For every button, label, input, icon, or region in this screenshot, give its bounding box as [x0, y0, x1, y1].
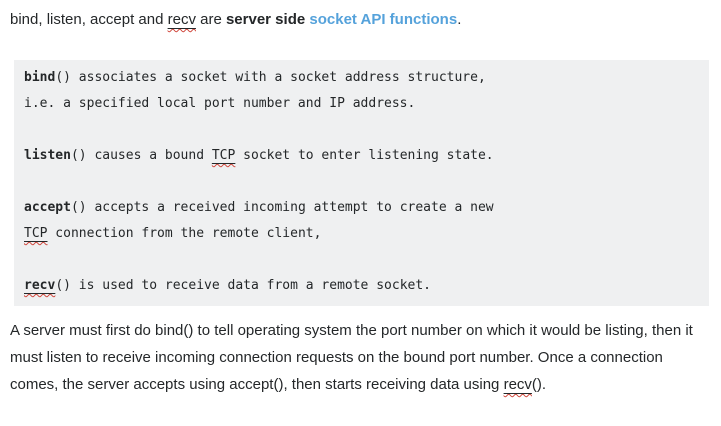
- explanation-text: A server must first do bind() to tell op…: [10, 322, 693, 393]
- recv-term-2: recv: [503, 376, 532, 393]
- tcp-term-2: TCP: [24, 226, 48, 241]
- intro-text-mid: are: [195, 11, 226, 28]
- code-accept-fn: accept: [24, 200, 71, 215]
- code-listen-fn: listen: [24, 148, 71, 163]
- code-recv-fn: recv: [24, 278, 56, 293]
- code-listen-desc-pre: causes a bound: [86, 148, 212, 163]
- code-accept-parens: (): [70, 200, 87, 215]
- code-listen-desc-post: socket to enter listening state.: [235, 148, 494, 163]
- server-side-emphasis: server side: [225, 11, 306, 28]
- code-block: bind() associates a socket with a socket…: [14, 60, 709, 306]
- explanation-paragraph: A server must first do bind() to tell op…: [0, 306, 721, 398]
- intro-period: .: [457, 11, 462, 28]
- spellcheck-squiggle-recv: recv: [168, 11, 196, 28]
- intro-paragraph: bind, listen, accept and recv are server…: [0, 0, 721, 30]
- tcp-term: TCP: [211, 148, 236, 163]
- code-recv-desc: is used to receive data from a remote so…: [70, 278, 431, 293]
- spellcheck-squiggle-tcp: TCP: [212, 148, 235, 163]
- code-bind-parens: (): [55, 70, 71, 85]
- intro-text-pre: bind, listen, accept and: [10, 11, 168, 28]
- recv-term: recv: [167, 11, 196, 28]
- code-listen-parens: (): [70, 148, 87, 163]
- spellcheck-squiggle-recv-2: recv: [24, 278, 55, 293]
- code-accept-desc-line2: connection from the remote client,: [47, 226, 322, 241]
- answer-body: bind, listen, accept and recv are server…: [0, 0, 721, 398]
- explanation-text-end: ().: [531, 376, 547, 393]
- code-accept-desc: accepts a received incoming attempt to c…: [86, 200, 494, 215]
- code-bind-desc: associates a socket with a socket addres…: [70, 70, 486, 85]
- spellcheck-squiggle-tcp-2: TCP: [24, 226, 47, 241]
- code-bind-fn: bind: [24, 70, 56, 85]
- socket-api-functions-link[interactable]: socket API functions: [309, 11, 458, 28]
- spellcheck-squiggle-recv-3: recv: [504, 376, 532, 393]
- code-bind-desc-line2: i.e. a specified local port number and I…: [24, 96, 416, 111]
- code-recv-parens: (): [55, 278, 71, 293]
